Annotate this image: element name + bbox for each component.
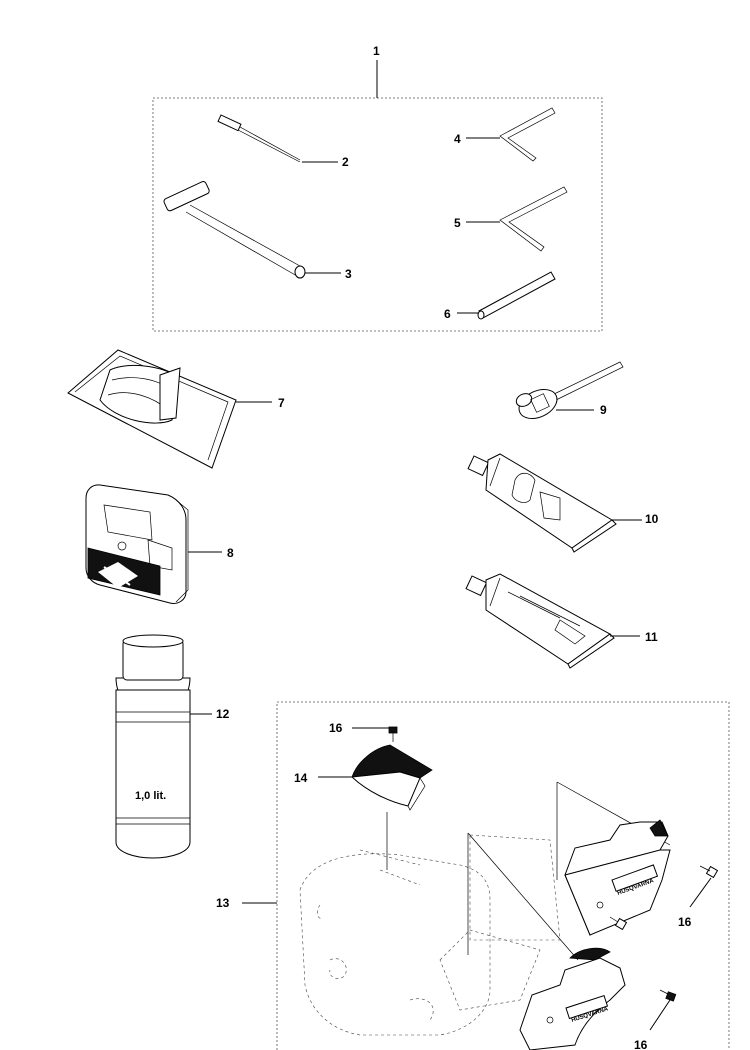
callout-16b: 16 [678, 915, 692, 929]
callout-9: 9 [600, 403, 607, 417]
engine-outline [299, 781, 671, 1036]
screw-icon [609, 916, 628, 931]
combination-spanner-icon [515, 361, 624, 420]
callout-14: 14 [294, 771, 308, 785]
screw-icon [699, 865, 719, 879]
callout-11: 11 [645, 630, 658, 644]
callout-10: 10 [645, 512, 659, 526]
screw-icon [659, 989, 677, 1002]
starter-cover-icon: HUSQVARNA [564, 819, 671, 936]
clutch-cover-icon: HUSQVARNA [519, 947, 626, 1050]
l-shaped-hex-key-icon [499, 186, 568, 252]
oil-bottle-icon: 1,0 lit. [115, 634, 191, 859]
cover-kit-group: 13 16 14 [216, 701, 730, 1050]
callout-2: 2 [342, 155, 349, 169]
air-filter-icon [85, 484, 189, 604]
callout-4: 4 [454, 132, 461, 146]
cover-kit-box [276, 701, 730, 1050]
callout-6: 6 [444, 307, 451, 321]
chain-guard-icon [350, 744, 433, 811]
leader-line-16b [689, 877, 712, 908]
bottle-volume-label: 1,0 lit. [135, 790, 166, 802]
callout-16a: 16 [329, 721, 343, 735]
grease-tube-icon [465, 573, 615, 669]
callout-1: 1 [373, 44, 380, 58]
callout-16c: 16 [634, 1038, 648, 1050]
callout-5: 5 [454, 216, 461, 230]
tool-kit-box [152, 97, 603, 332]
callout-13: 13 [216, 896, 230, 910]
t-wrench-icon [163, 181, 306, 279]
tool-kit-group: 1 2 3 4 5 [152, 44, 603, 332]
l-shaped-hex-key-icon [499, 107, 556, 162]
leader-line-16c [649, 999, 671, 1031]
bag-icon [67, 349, 237, 469]
pin-icon [477, 271, 556, 320]
screwdriver-icon [217, 114, 301, 163]
callout-3: 3 [345, 267, 352, 281]
callout-12: 12 [216, 707, 230, 721]
grease-tube-icon [467, 453, 617, 553]
screw-icon [388, 726, 398, 742]
callout-7: 7 [278, 396, 285, 410]
callout-8: 8 [227, 546, 234, 560]
